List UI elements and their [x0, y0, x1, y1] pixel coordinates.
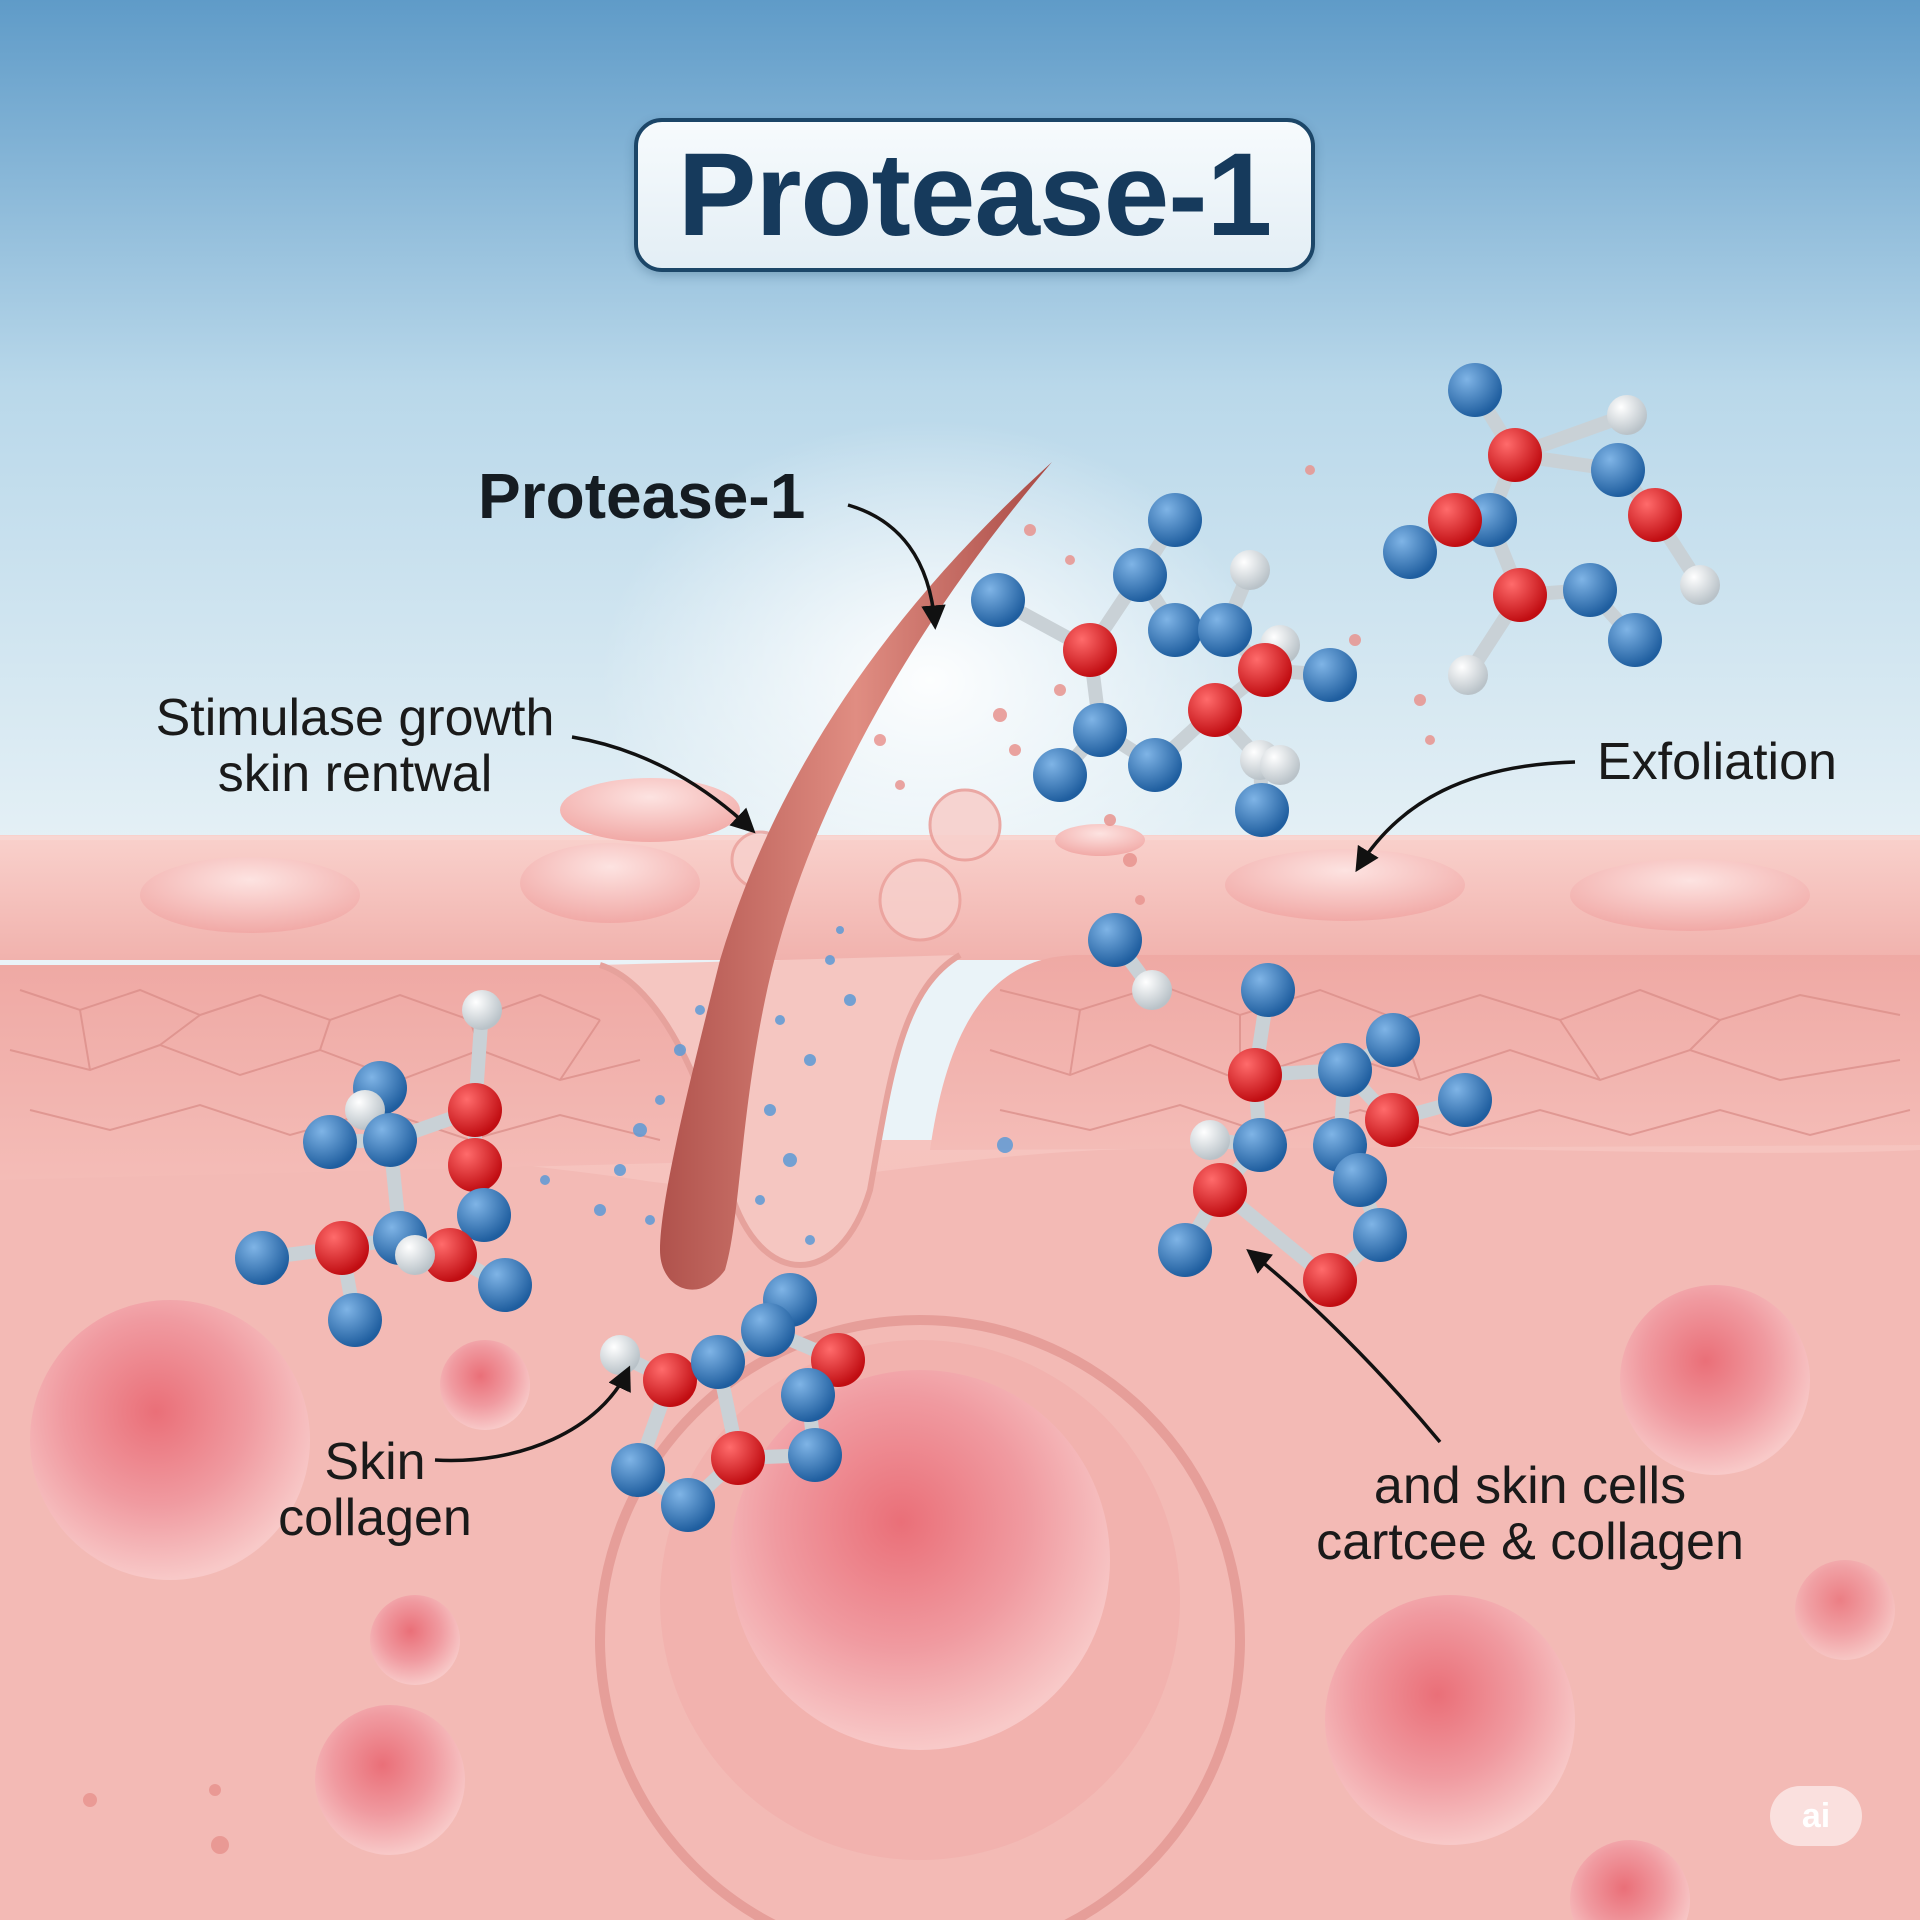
molecule-atom	[781, 1368, 835, 1422]
epidermis-right	[930, 955, 1920, 1150]
molecule-atom	[1128, 738, 1182, 792]
molecule-icon	[235, 363, 1720, 1532]
molecule-atom	[1448, 363, 1502, 417]
molecule-atom	[788, 1428, 842, 1482]
molecule-atom	[811, 1333, 865, 1387]
molecule-atom	[462, 990, 502, 1030]
follicle-pit	[599, 952, 962, 1268]
molecule-atom	[1148, 603, 1202, 657]
molecule-atom	[1228, 1048, 1282, 1102]
molecule-atom	[235, 1231, 289, 1285]
molecule-atom	[1198, 603, 1252, 657]
molecule-atom	[691, 1335, 745, 1389]
molecule-atom	[315, 1221, 369, 1275]
molecule-atom	[1073, 703, 1127, 757]
molecule-atom	[1353, 1208, 1407, 1262]
molecule-atom	[448, 1083, 502, 1137]
molecule-atom	[363, 1113, 417, 1167]
molecule-atom	[1591, 443, 1645, 497]
molecule-atom	[1193, 1163, 1247, 1217]
molecule-atom	[1158, 1223, 1212, 1277]
molecule-atom	[1428, 493, 1482, 547]
molecule-atom	[1230, 550, 1270, 590]
molecule-atom	[611, 1443, 665, 1497]
molecule-atom	[1365, 1093, 1419, 1147]
skin-collagen-label: Skin collagen	[278, 1433, 472, 1547]
molecule-atom	[448, 1138, 502, 1192]
molecule-atom	[1333, 1153, 1387, 1207]
molecule-atom	[1241, 963, 1295, 1017]
molecule-atom	[1113, 548, 1167, 602]
enzyme-label: Protease-1	[478, 460, 806, 532]
molecule-atom	[457, 1188, 511, 1242]
molecule-atom	[1235, 783, 1289, 837]
molecule-atom	[1366, 1013, 1420, 1067]
page-title: Protease-1	[677, 129, 1272, 261]
title-banner: Protease-1	[634, 118, 1315, 272]
molecule-atom	[1033, 748, 1087, 802]
particles	[83, 465, 1435, 1854]
molecule-atom	[1190, 1120, 1230, 1160]
molecule-atom	[1188, 683, 1242, 737]
molecule-atom	[1233, 1118, 1287, 1172]
molecule-atom	[1303, 1253, 1357, 1307]
molecule-atom	[1238, 643, 1292, 697]
molecule-atom	[711, 1431, 765, 1485]
molecule-atom	[741, 1303, 795, 1357]
molecule-atom	[1438, 1073, 1492, 1127]
molecule-atom	[1303, 648, 1357, 702]
molecule-atom	[600, 1335, 640, 1375]
light-glow	[600, 420, 1260, 940]
molecule-atom	[661, 1478, 715, 1532]
molecule-atom	[1063, 623, 1117, 677]
active-bubbles	[540, 926, 1013, 1245]
molecule-atom	[1132, 970, 1172, 1010]
cells-collagen-label: and skin cells cartcee & collagen	[1316, 1457, 1744, 1571]
molecule-atom	[1628, 488, 1682, 542]
molecule-atom	[643, 1353, 697, 1407]
annotation-arrows	[434, 503, 1576, 1463]
molecule-atom	[1448, 655, 1488, 695]
exfoliation-label: Exfoliation	[1597, 733, 1837, 791]
molecule-atom	[328, 1293, 382, 1347]
molecule-atom	[1148, 493, 1202, 547]
molecule-atom	[395, 1235, 435, 1275]
molecule-atom	[1318, 1043, 1372, 1097]
molecule-atom	[1608, 613, 1662, 667]
surface-bumps	[140, 778, 1810, 942]
molecule-atom	[303, 1115, 357, 1169]
molecule-atom	[1493, 568, 1547, 622]
ai-badge-icon: ai	[1770, 1786, 1862, 1846]
molecule-atom	[1383, 525, 1437, 579]
molecule-atom	[478, 1258, 532, 1312]
stimulate-label: Stimulase growth skin rentwal	[155, 689, 555, 803]
molecule-atom	[1088, 913, 1142, 967]
molecule-atom	[971, 573, 1025, 627]
hair-strand-icon	[660, 462, 1052, 1290]
molecule-atom	[1563, 563, 1617, 617]
molecule-atom	[1260, 745, 1300, 785]
molecule-atom	[1488, 428, 1542, 482]
molecule-atom	[1680, 565, 1720, 605]
molecule-atom	[1607, 395, 1647, 435]
molecule-atom	[423, 1228, 477, 1282]
